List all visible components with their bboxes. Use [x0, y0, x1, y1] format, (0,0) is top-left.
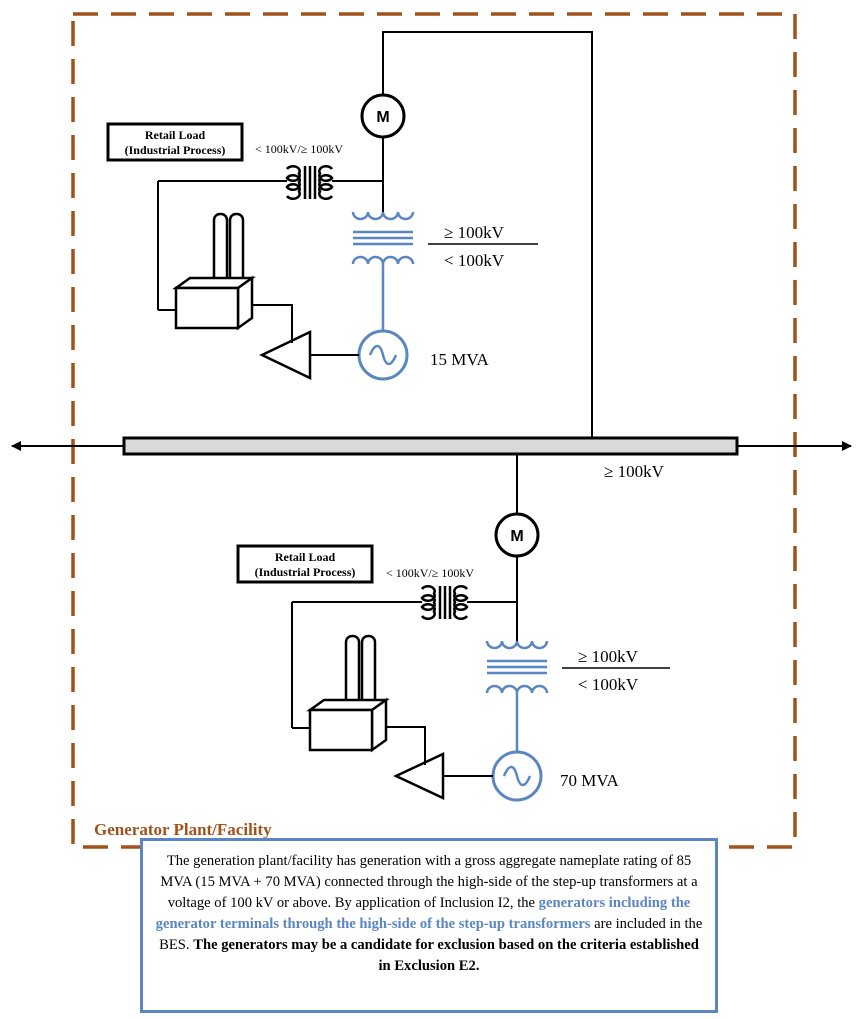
gsu-2-low-side: < 100kV [578, 675, 639, 694]
gsu-transformer-1 [351, 196, 415, 334]
retail-load-1-box [106, 122, 244, 162]
aux-transformer-1 [285, 165, 334, 200]
aux-transformer-1-rating: < 100kV/≥ 100kV [255, 142, 343, 156]
gsu-1-low-side: < 100kV [444, 251, 505, 270]
generator-2-rating: 70 MVA [560, 771, 619, 790]
aux-transformer-2 [420, 585, 469, 620]
generator-1-rating: 15 MVA [430, 350, 489, 369]
amplifier-2 [393, 752, 445, 800]
process-boiler-2 [306, 634, 390, 753]
gsu-2-high-side: ≥ 100kV [578, 647, 639, 666]
note-highlight: generators including the generator termi… [155, 895, 691, 932]
note-bold-text: The generators may be a candidate for ex… [193, 937, 699, 974]
motor-1-label: M [376, 109, 389, 126]
note-text-1: The generation plant/facility has genera… [160, 853, 698, 911]
facility-label: Generator Plant/Facility [94, 820, 272, 839]
bus-voltage-label: ≥ 100kV [604, 462, 665, 481]
motor-2-label: M [510, 528, 523, 545]
retail-load-1-line1: Retail Load [145, 128, 206, 142]
retail-load-2-line1: Retail Load [275, 550, 336, 564]
retail-load-2-box [236, 544, 374, 584]
gsu-transformer-2 [485, 625, 549, 754]
generator-2-sine-icon [502, 765, 532, 787]
note-text-2: are included in the BES. [159, 916, 703, 953]
unit-1: M < 100kV/≥ 100kV Retail Load (Industria… [106, 31, 593, 438]
amplifier-1 [259, 330, 312, 380]
process-boiler-1 [172, 212, 256, 331]
aux-transformer-2-rating: < 100kV/≥ 100kV [386, 566, 474, 580]
unit-2: M < 100kV/≥ 100kV Retail Load (Industria… [236, 454, 670, 802]
main-bus [122, 436, 739, 456]
retail-load-1-line2: (Industrial Process) [125, 143, 226, 157]
explanation-note: The generation plant/facility has genera… [140, 838, 718, 1013]
retail-load-2-line2: (Industrial Process) [255, 565, 356, 579]
generator-1-sine-icon [368, 344, 398, 366]
gsu-1-high-side: ≥ 100kV [444, 223, 505, 242]
